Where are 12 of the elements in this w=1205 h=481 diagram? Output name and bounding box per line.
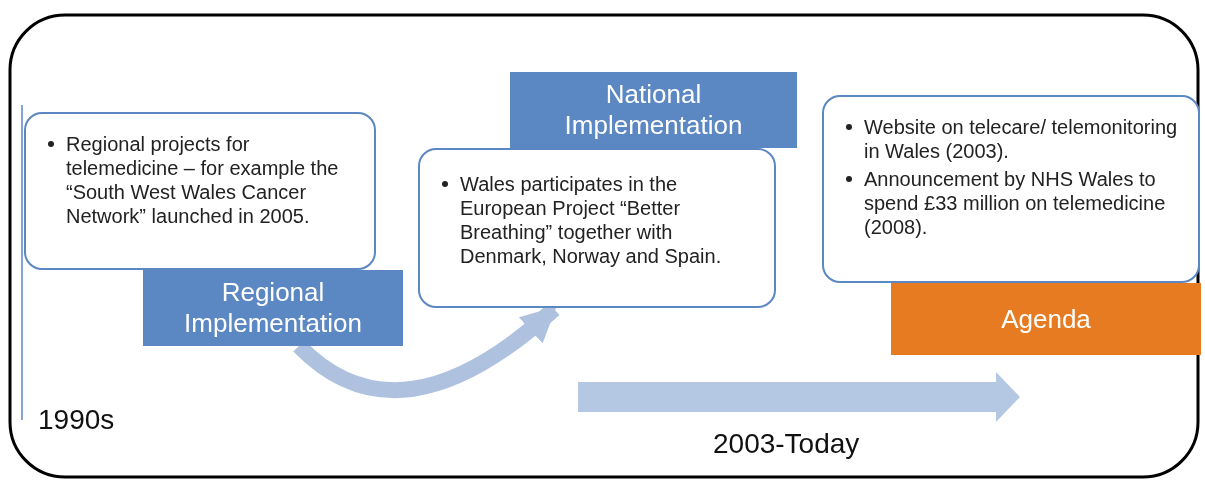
text-card: [24, 112, 376, 270]
bullet-text: Website on telecare/ telemonitoring in Wales (2003).: [864, 115, 1179, 163]
stage-label: National Implementation: [510, 72, 797, 148]
period-label: 1990s: [38, 404, 115, 436]
stage-label: Agenda: [891, 283, 1201, 355]
stage-label: Regional Implementation: [143, 270, 403, 346]
bullet-text: Regional projects for telemedicine – for example the “South West Wales Cancer Network” launched in 2005.: [66, 132, 340, 228]
period-label: 2003-Today: [713, 428, 860, 460]
bullet-text: Wales participates in the European Project “Better Breathing” together with Denmark, Norway and Spain.: [460, 172, 723, 268]
bullet-text: Announcement by NHS Wales to spend £33 million on telemedicine (2008).: [864, 167, 1167, 239]
text-card: [418, 148, 776, 308]
text-card: [822, 95, 1200, 283]
